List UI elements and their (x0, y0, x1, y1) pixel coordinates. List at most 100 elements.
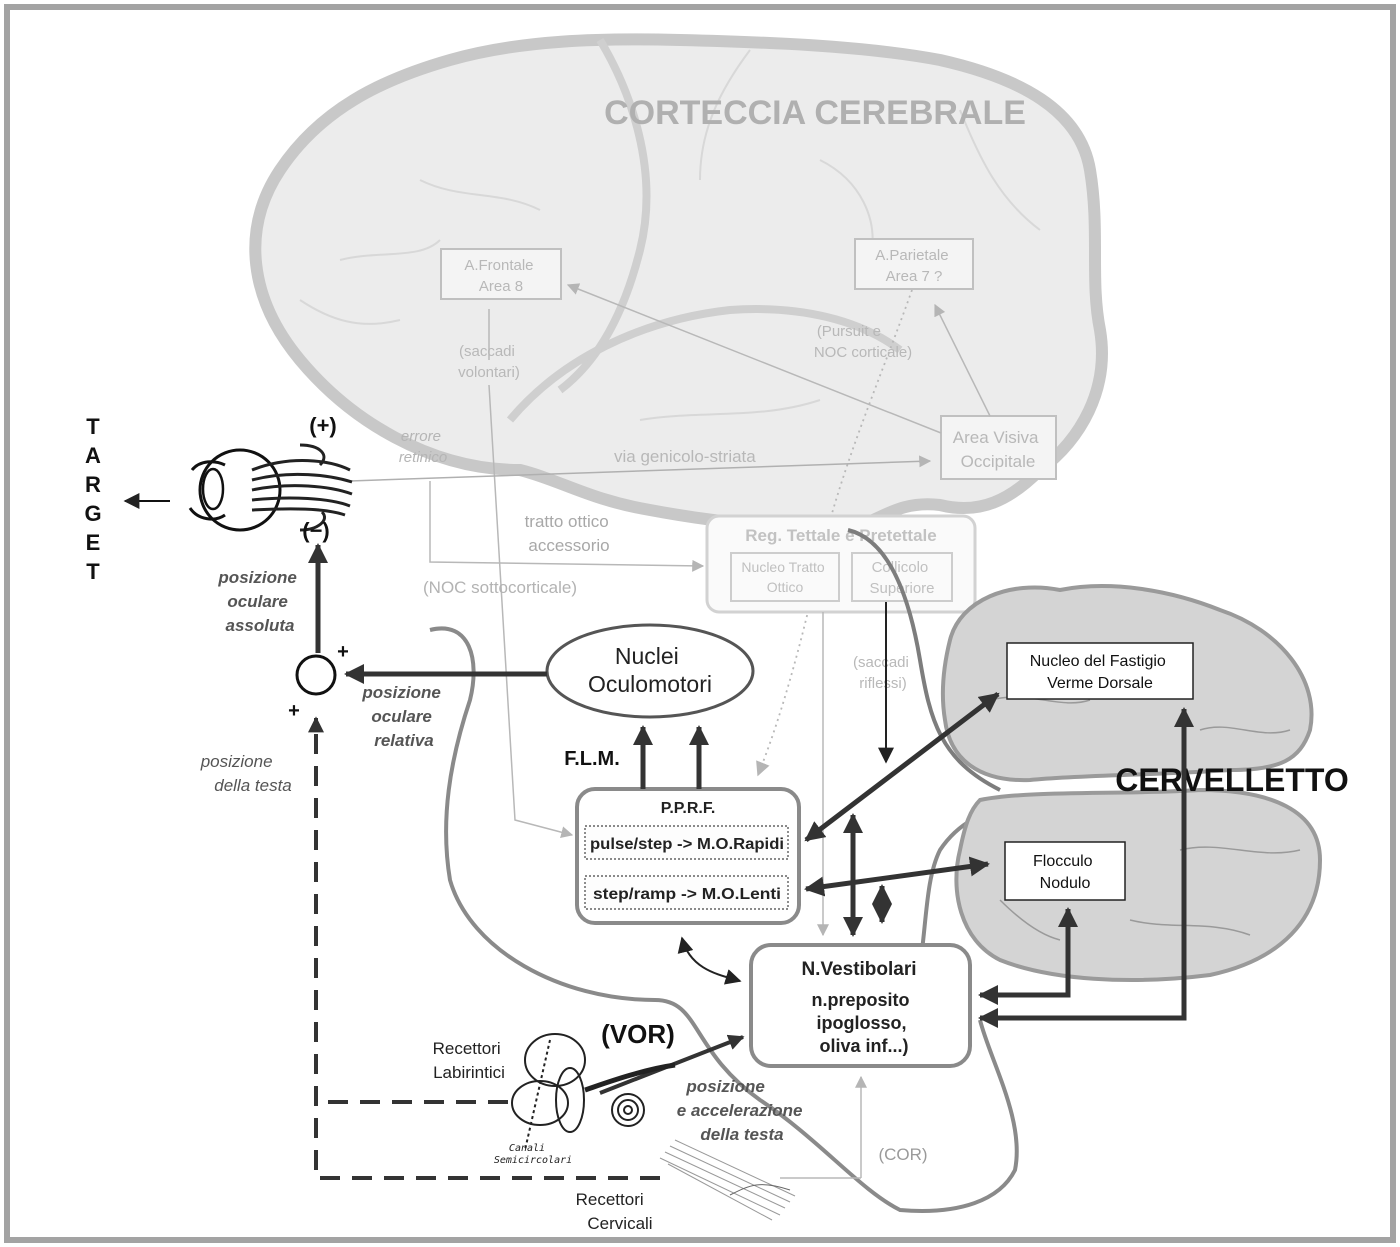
recettori-labirintici-line2: Labirintici (433, 1063, 505, 1082)
frontal-area-line2: Area 8 (479, 278, 523, 295)
posizione-relativa-line1: posizione (361, 683, 440, 702)
fastigio-label: Nucleo del Fastigio Verme Dorsale (1030, 653, 1171, 692)
cervical-muscle-icon (659, 1139, 796, 1221)
visual-area-box (940, 415, 1057, 480)
frame (4, 4, 1396, 1243)
accelerazione-line2: e accelerazione (677, 1101, 803, 1120)
collicolo-box (851, 552, 953, 602)
tratto-ottico-line2: accessorio (528, 536, 609, 555)
noc-sottocorticale-label: (NOC sottocorticale) (423, 578, 577, 597)
eye-minus-label: (−) (302, 518, 330, 543)
nucleo-tratto-label: Nucleo Tratto Ottico (741, 559, 828, 595)
canali-line2: Semicircolari (494, 1155, 572, 1166)
parietal-area-line2: Area 7 ? (886, 268, 943, 285)
posizione-assoluta-line1: posizione (217, 568, 296, 587)
nuclei-oculomotori-line1: Nuclei (615, 643, 679, 669)
posizione-assoluta-label: posizione oculare assoluta (217, 568, 301, 635)
pursuit-line2: NOC corticale) (814, 344, 912, 361)
saccadi-volontari-line1: (saccadi (459, 343, 515, 360)
cerebellum-title: CERVELLETTO (1115, 762, 1349, 798)
via-genicolo-line (349, 455, 932, 482)
pprf-lenti-label: step/ramp -> M.O.Lenti (593, 886, 781, 903)
cortex-title: CORTECCIA CEREBRALE (604, 94, 1026, 132)
target-letter-5: E (86, 530, 101, 555)
posizione-testa-line2: della testa (214, 776, 292, 795)
recettori-cervicali-line2: Cervicali (587, 1214, 652, 1233)
pursuit-label: (Pursuit e NOC corticale) (814, 323, 912, 361)
pprf-rapidi-label: pulse/step -> M.O.Rapidi (590, 836, 784, 853)
tectal-region-box (705, 514, 977, 614)
tectal-title: Reg. Tettale e Pretettale (745, 526, 936, 545)
nuclei-oculomotori-label: Nuclei Oculomotori (588, 643, 712, 697)
vestibolari-line2: ipoglosso, (816, 1013, 906, 1033)
nucleo-tratto-box (730, 552, 840, 602)
fastigio-line2: Verme Dorsale (1047, 675, 1153, 692)
collicolo-line1: Collicolo (872, 559, 929, 576)
visual-area-line2: Occipitale (961, 452, 1036, 471)
arrow-pprf-fastigio (804, 692, 1000, 842)
brainstem-outline (429, 626, 1019, 1213)
canali-label: Canali Semicircolari (494, 1143, 572, 1166)
saccadi-riflessi-line1: (saccadi (853, 654, 909, 671)
accelerazione-line3: della testa (700, 1125, 783, 1144)
posizione-testa-line1: posizione (200, 752, 273, 771)
posizione-assoluta-line2: oculare (227, 592, 287, 611)
vestibolari-title: N.Vestibolari (801, 959, 916, 980)
eye-plus-label: (+) (309, 413, 337, 438)
parietal-area-line1: A.Parietale (875, 247, 948, 264)
nucleo-tratto-line1: Nucleo Tratto (741, 559, 824, 575)
via-genicolo-label: via genicolo-striata (614, 447, 756, 466)
sum-plus-bottom: + (288, 700, 300, 722)
recettori-cervicali-line1: Recettori (576, 1190, 644, 1209)
arrow-visual-to-parietal (934, 303, 991, 417)
target-letter-2: A (85, 443, 101, 468)
vestibolari-line3: oliva inf...) (819, 1036, 908, 1056)
visual-area-label: Area Visiva Occipitale (953, 428, 1043, 471)
cor-label: (COR) (878, 1145, 927, 1164)
visual-area-line1: Area Visiva (953, 428, 1039, 447)
vestibolari-line1: n.preposito (811, 990, 909, 1010)
vestibolari-box (749, 943, 972, 1068)
canali-line1: Canali (509, 1143, 545, 1154)
summing-node (295, 654, 337, 696)
tratto-ottico-line1: tratto ottico (525, 512, 609, 531)
arrow-pprf-flocculo (804, 856, 990, 897)
parietal-area-label: A.Parietale Area 7 ? (875, 247, 953, 285)
posizione-relativa-label: posizione oculare relativa (361, 683, 445, 750)
errore-retinico-line1: errore (401, 428, 441, 445)
arrow-pprf-vestibolari-curved (677, 936, 742, 985)
parietal-area-box (854, 238, 974, 290)
vestibolari-lines: n.preposito ipoglosso, oliva inf...) (811, 990, 914, 1056)
pprf-title: P.P.R.F. (661, 800, 716, 817)
arrow-visual-to-frontal (566, 283, 942, 434)
posizione-relativa-line3: relativa (374, 731, 434, 750)
pursuit-line1: (Pursuit e (817, 323, 881, 340)
recettori-labirintici-line1: Recettori (433, 1039, 501, 1058)
fastigio-line1: Nucleo del Fastigio (1030, 653, 1166, 670)
recettori-labirintici-label: Recettori Labirintici (433, 1039, 506, 1082)
labyrinth-icon (511, 1033, 676, 1151)
posizione-assoluta-line3: assoluta (226, 616, 295, 635)
cerebral-cortex (249, 33, 1108, 533)
dashed-cervical-to-sum (308, 716, 660, 1180)
pprf-rapidi-box (584, 825, 789, 860)
errore-retinico-line2: retinico (399, 449, 447, 466)
eye-icon (188, 443, 353, 532)
target-letter-3: R (85, 472, 101, 497)
frontal-area-label: A.Frontale Area 8 (464, 257, 537, 295)
frontal-area-box (440, 248, 562, 300)
posizione-relativa-line2: oculare (371, 707, 431, 726)
arrow-fastigio-vestibolari (978, 707, 1194, 1028)
recettori-cervicali-label: Recettori Cervicali (576, 1190, 653, 1233)
target-letter-4: G (84, 501, 101, 526)
nuclei-oculomotori-line2: Oculomotori (588, 671, 712, 697)
tratto-ottico-label: tratto ottico accessorio (525, 512, 614, 555)
target-letter-1: T (86, 414, 100, 439)
sum-plus-top: + (337, 641, 349, 663)
target-label: T A R G E T (84, 414, 101, 584)
saccadi-riflessi-line2: riflessi) (859, 675, 907, 692)
errore-retinico-label: errore retinico (399, 428, 447, 466)
frontal-to-pprf-path (488, 309, 572, 835)
parietal-dotted-path (756, 289, 913, 777)
